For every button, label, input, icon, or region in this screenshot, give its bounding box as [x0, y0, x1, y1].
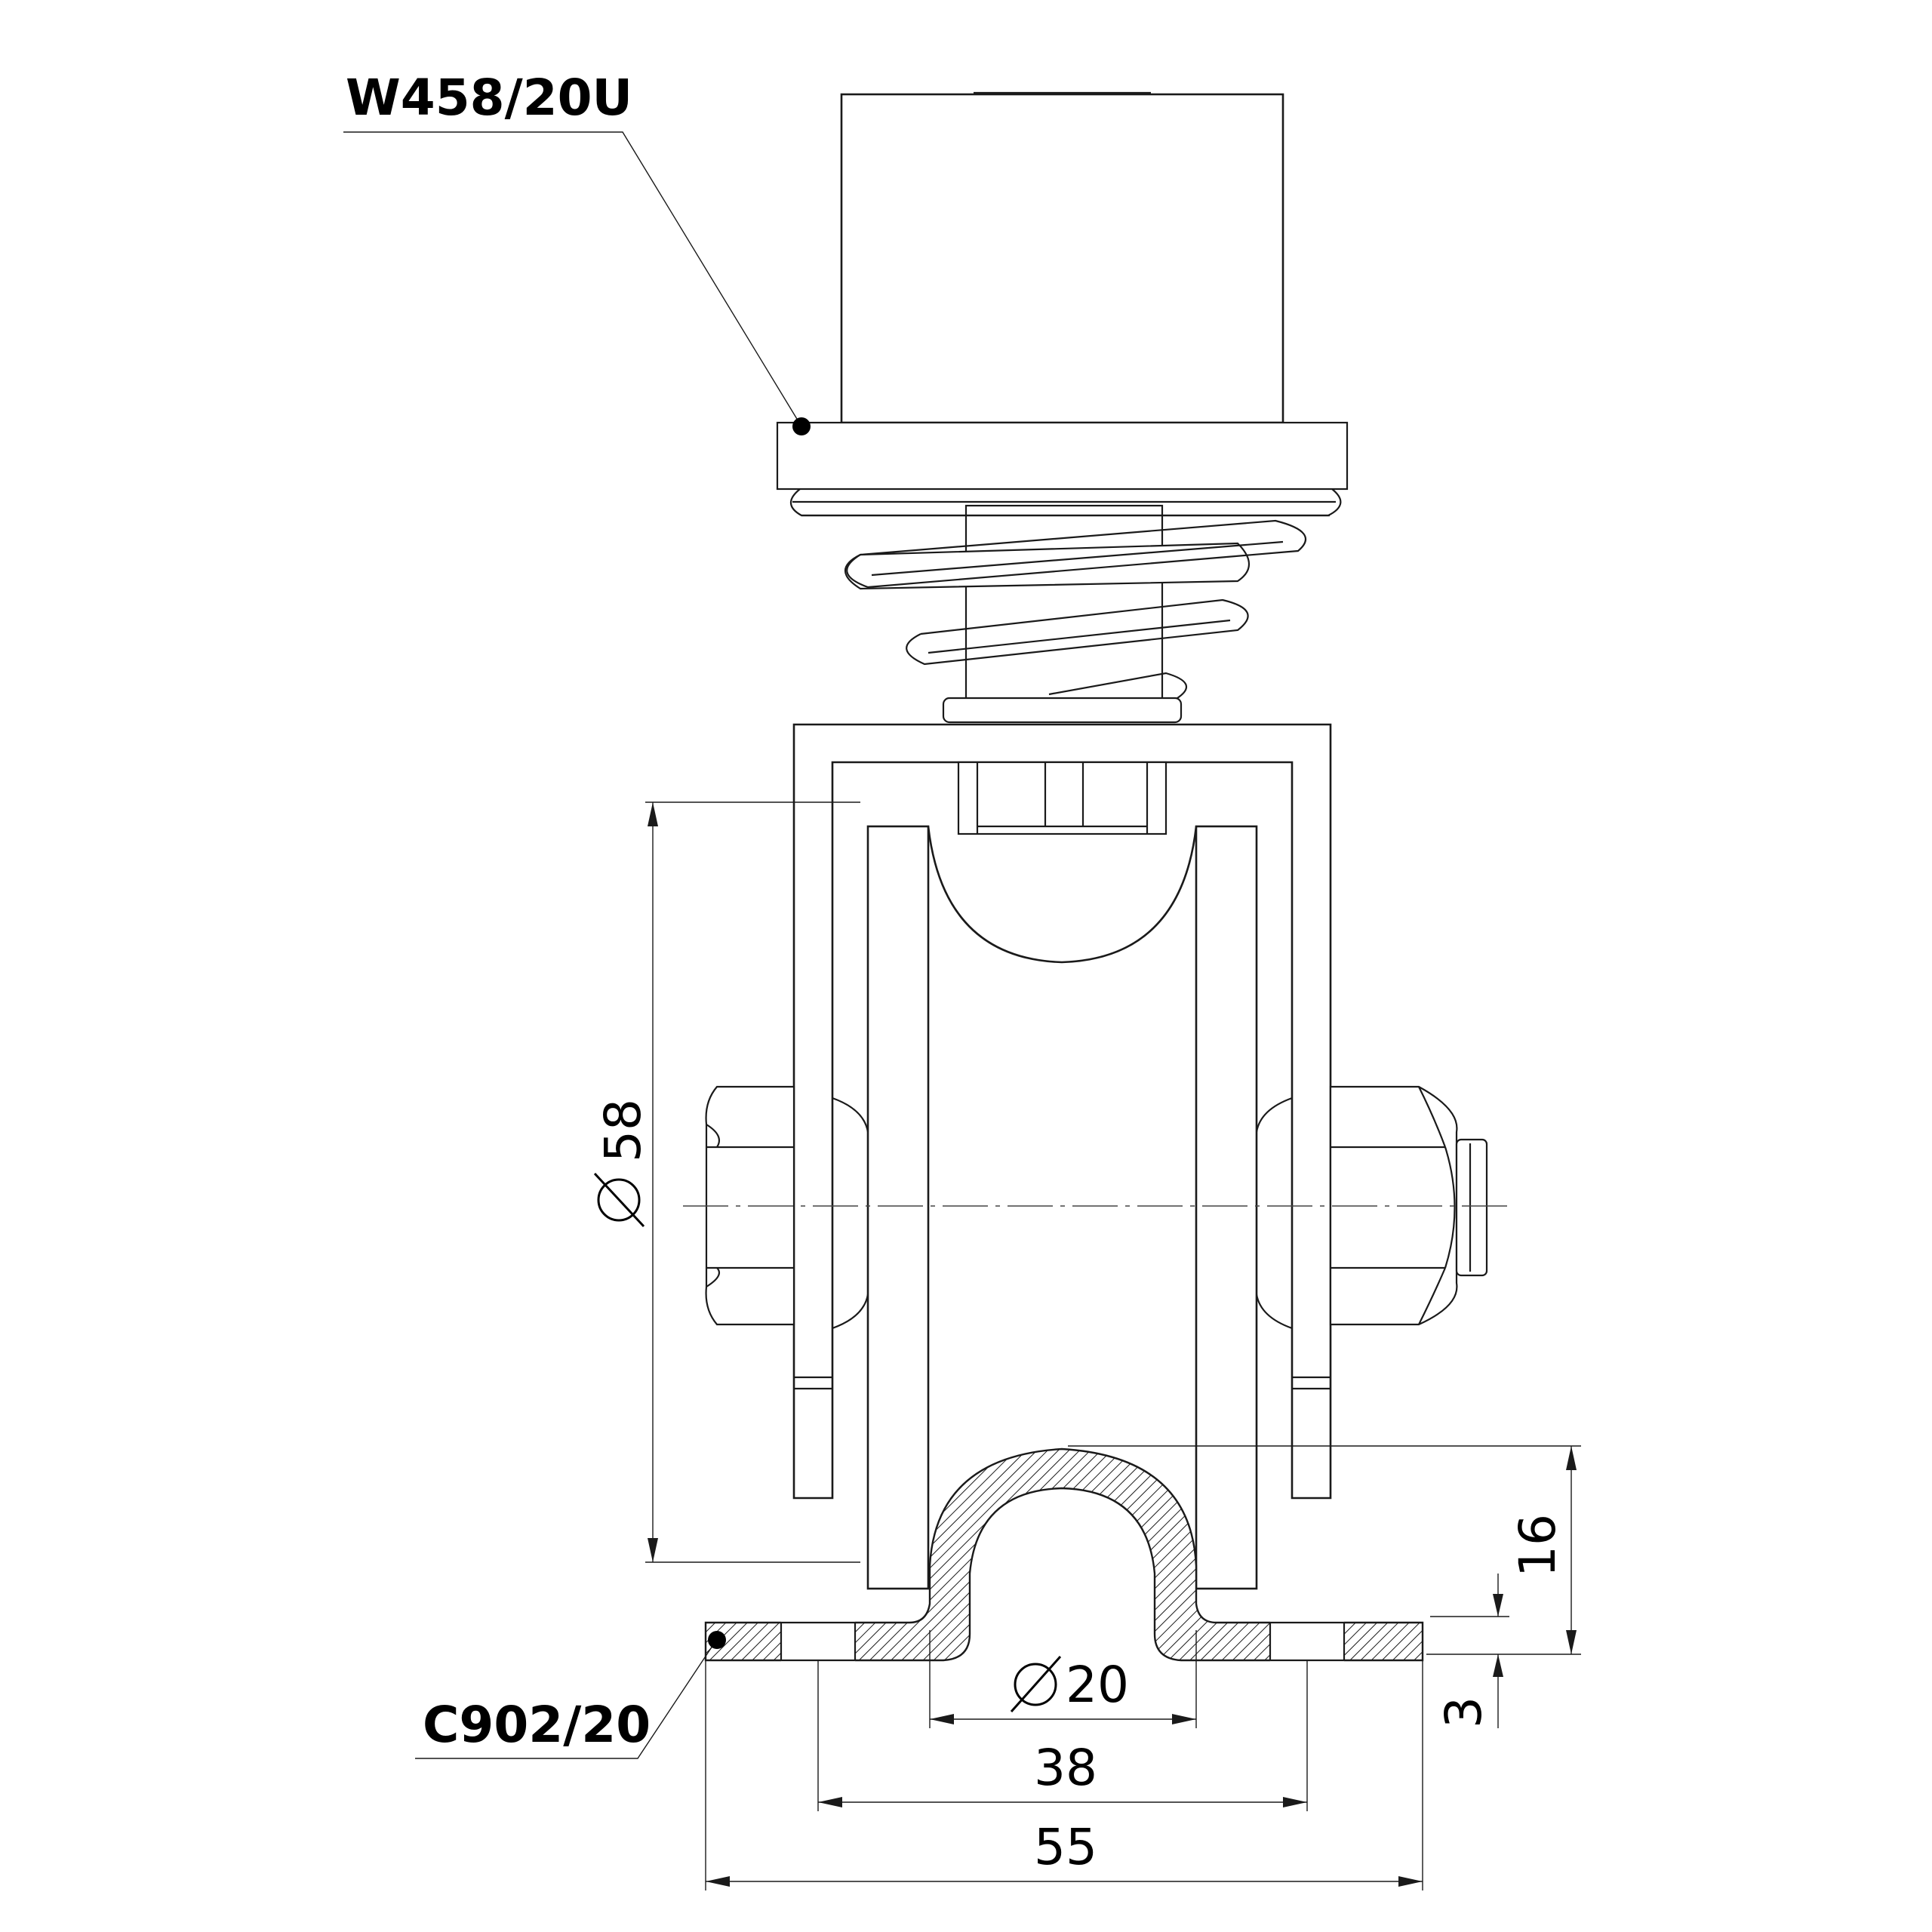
dim-hole-spacing: 38	[817, 1660, 1308, 1811]
dim-wheel-diameter: 58	[593, 801, 860, 1563]
spring-shaft	[964, 504, 1164, 703]
height-value: 16	[1509, 1514, 1567, 1577]
label-bottom-part: C902/20	[415, 1631, 726, 1759]
top-nut	[957, 761, 1168, 835]
dim-thickness: 3	[1430, 1574, 1509, 1728]
overall-width-value: 55	[1034, 1818, 1097, 1876]
thickness-value: 3	[1435, 1697, 1493, 1728]
coil-spring	[789, 488, 1342, 699]
dim-groove-diameter: 20	[929, 1630, 1197, 1728]
fork-bracket	[792, 723, 1332, 1500]
hole-spacing-value: 38	[1034, 1739, 1097, 1797]
top-cylinder	[840, 91, 1284, 424]
track-rail	[704, 1447, 1424, 1662]
spring-washer	[942, 697, 1183, 724]
top-flange-plate	[776, 421, 1349, 491]
right-axle-nut	[1329, 1085, 1488, 1326]
bottom-part-label: C902/20	[423, 1696, 651, 1754]
top-part-label: W458/20U	[346, 69, 632, 127]
label-top-part: W458/20U	[343, 69, 811, 435]
wheel	[832, 825, 1293, 1590]
groove-diameter-value: 20	[1066, 1656, 1129, 1714]
wheel-diameter-value: 58	[594, 1099, 652, 1162]
dim-height: 16	[1068, 1445, 1581, 1655]
dim-overall-width: 55	[705, 1660, 1423, 1890]
